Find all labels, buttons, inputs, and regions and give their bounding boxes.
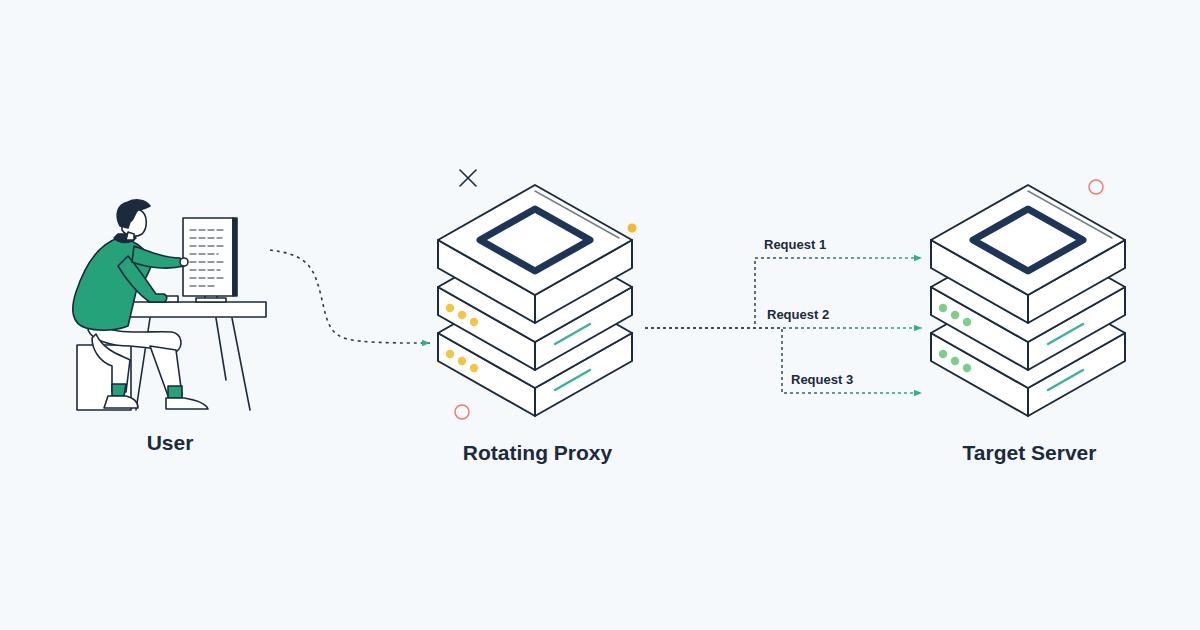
request-label: Request 1 xyxy=(761,236,829,253)
dotted-connector xyxy=(270,250,430,343)
user-illustration-part-part xyxy=(190,253,218,254)
user-illustration-part xyxy=(233,218,237,296)
target-server-stack-part-part xyxy=(939,304,971,326)
user-illustration-part xyxy=(216,318,226,380)
proxy-server-stack-part-part xyxy=(446,350,478,372)
user-illustration-part xyxy=(196,298,226,302)
user-illustration-part xyxy=(183,218,233,296)
user-illustration-part xyxy=(104,396,138,408)
user-illustration-part-part xyxy=(190,229,225,230)
target-server-stack-part-part xyxy=(1048,324,1083,344)
user-illustration-part xyxy=(112,384,126,396)
user-illustration-part-part xyxy=(190,245,226,246)
node-label: User xyxy=(145,431,196,455)
node-label: Target Server xyxy=(961,441,1099,465)
user-illustration-part-part xyxy=(190,277,224,278)
target-server-stack-part-part xyxy=(939,350,971,372)
target-server-stack-part xyxy=(931,185,1125,323)
dotted-connector xyxy=(645,258,922,328)
request-label: Request 2 xyxy=(764,306,832,323)
user-illustration-part xyxy=(117,200,150,228)
node-label: Rotating Proxy xyxy=(461,441,614,465)
request-label: Request 3 xyxy=(788,371,856,388)
illustrated-node: User xyxy=(70,200,270,455)
user-illustration-part xyxy=(168,386,182,398)
decoration xyxy=(455,170,1103,419)
target-server-stack-part-part xyxy=(1048,370,1083,390)
illustrated-node: Rotating Proxy xyxy=(430,180,645,465)
dotted-connector xyxy=(645,328,922,393)
proxy-server-stack-part-part xyxy=(446,304,478,326)
decoration-part xyxy=(628,224,637,233)
user-illustration-part xyxy=(180,258,188,266)
user-illustration-part xyxy=(232,318,250,410)
user-illustration xyxy=(73,200,266,410)
illustrated-node: Target Server xyxy=(922,180,1137,465)
proxy-server-stack-part-part xyxy=(555,324,590,344)
user-illustration-part-part xyxy=(190,261,226,262)
decoration-part xyxy=(1089,180,1103,194)
decoration-part xyxy=(455,405,469,419)
proxy-server-stack-part-part xyxy=(555,370,590,390)
user-illustration-part-part xyxy=(190,285,214,286)
user-illustration-part-part xyxy=(190,237,222,238)
proxy-server-stack-part-part xyxy=(438,185,632,323)
dotted-connector xyxy=(645,327,922,329)
user-illustration-part xyxy=(166,398,208,409)
user-illustration-part xyxy=(120,302,266,317)
user-illustration-part xyxy=(190,230,226,286)
proxy-server-stack-part xyxy=(438,185,632,323)
user-illustration-part-part xyxy=(190,269,220,270)
proxy-server-stack xyxy=(438,185,632,416)
decoration-part xyxy=(460,170,476,186)
user-illustration-part xyxy=(132,246,184,268)
target-server-stack xyxy=(931,185,1125,416)
target-server-stack-part-part xyxy=(931,185,1125,323)
user-illustration-part xyxy=(126,232,134,240)
